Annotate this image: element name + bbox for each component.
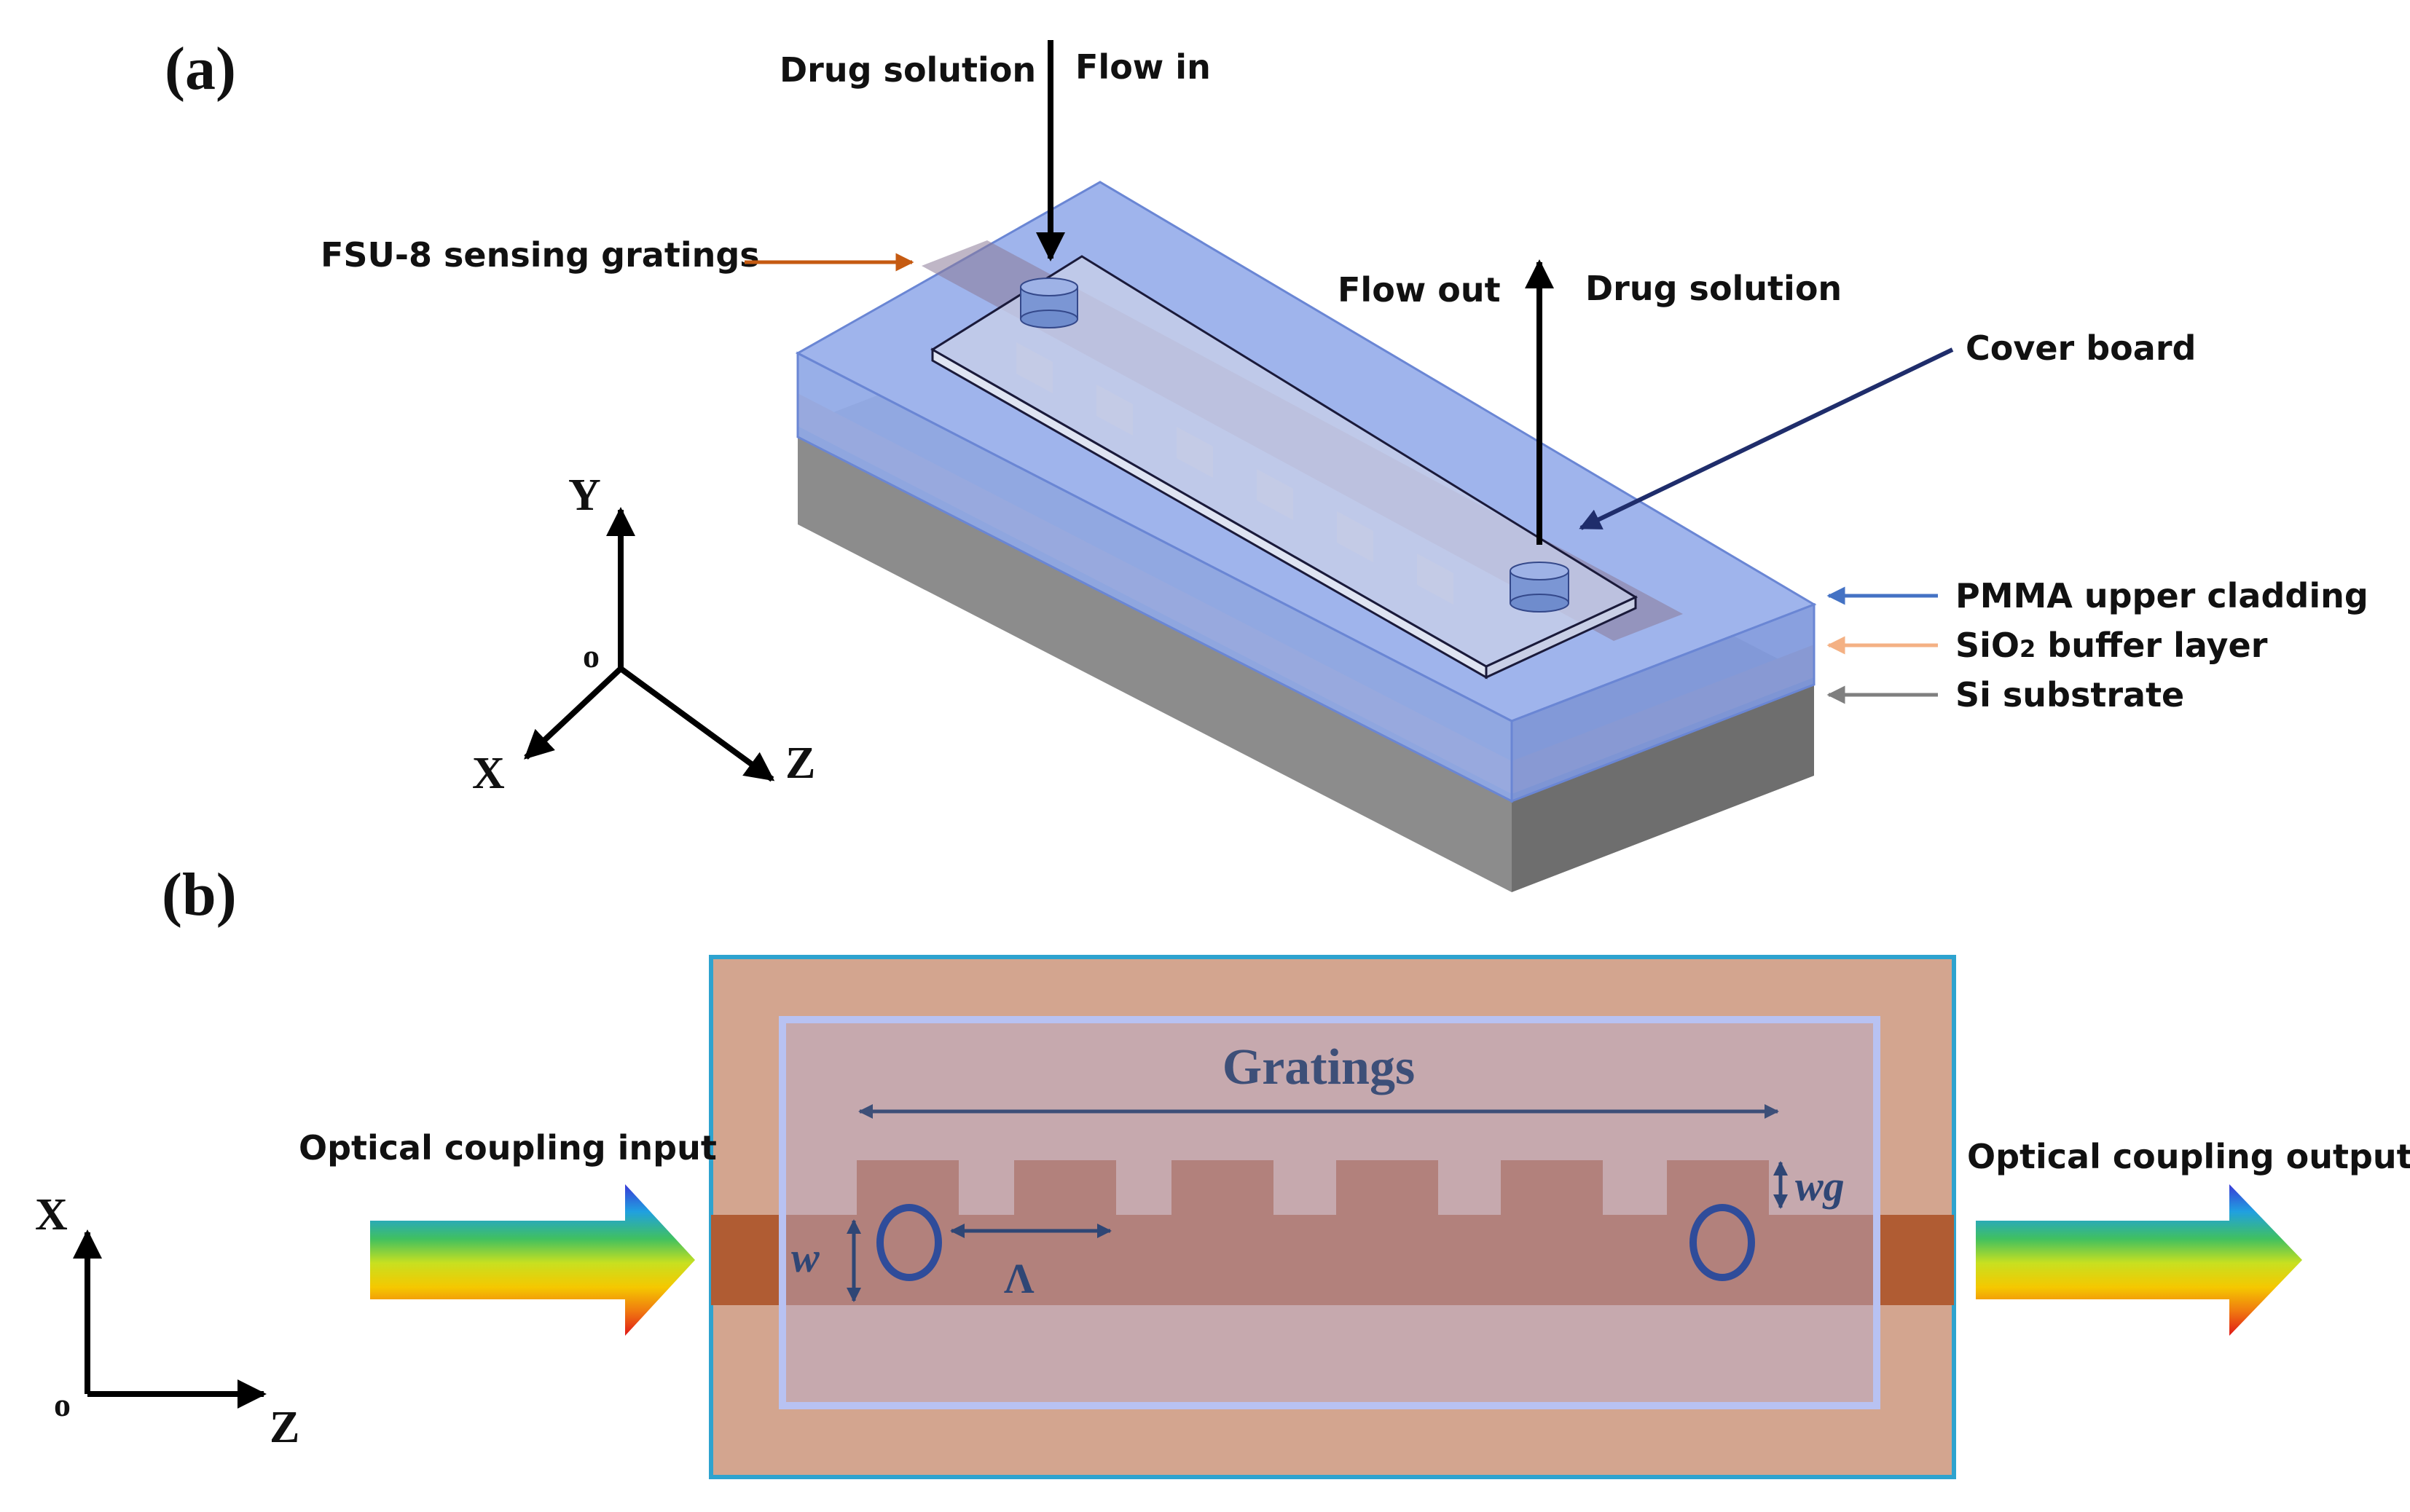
chip-3d	[795, 181, 1817, 892]
axis-z-label: Z	[785, 739, 815, 788]
panel-b-tag: (b)	[162, 861, 237, 929]
inlet-port	[1020, 277, 1078, 328]
axis-origin-b: o	[54, 1386, 71, 1423]
gratings-label: Gratings	[1222, 1039, 1415, 1095]
outlet-port	[1510, 562, 1569, 613]
cover-board-label: Cover board	[1966, 328, 2196, 368]
drug-solution-in-label: Drug solution	[780, 50, 1036, 90]
panel-a-tag: (a)	[165, 35, 236, 103]
input-rainbow-arrow	[370, 1184, 695, 1336]
cover-overlay	[779, 1016, 1880, 1409]
flow-in-label: Flow in	[1075, 47, 1211, 87]
si-substrate-right	[1512, 677, 1814, 892]
pmma-label: PMMA upper cladding	[1955, 576, 2368, 615]
top-view	[709, 955, 1956, 1479]
pmma-right	[1510, 602, 1816, 803]
sio2-label: SiO2 buffer layer	[1955, 626, 2268, 665]
axis-z2-label: Z	[270, 1403, 299, 1452]
output-label: Optical coupling output	[1967, 1137, 2410, 1176]
output-rainbow-arrow	[1976, 1184, 2302, 1336]
input-label: Optical coupling input	[299, 1128, 717, 1168]
grating-depth-label: wg	[1795, 1162, 1845, 1210]
flow-out-label: Flow out	[1338, 270, 1501, 310]
output-ring	[1689, 1204, 1755, 1281]
axis-x2-label: X	[35, 1190, 68, 1240]
axis-y-label: Y	[568, 470, 601, 520]
period-label: Λ	[1004, 1255, 1035, 1302]
axis-x-label: X	[472, 749, 505, 798]
drug-solution-out-label: Drug solution	[1585, 269, 1842, 308]
cover-board-arrow	[1579, 347, 1954, 530]
si-label: Si substrate	[1955, 675, 2184, 714]
fsu8-label: FSU-8 sensing gratings	[321, 235, 760, 275]
grating-teeth-top	[857, 1160, 1769, 1218]
axis-origin-a: o	[583, 637, 600, 674]
axes-3d	[524, 507, 775, 782]
si-substrate-left	[798, 426, 1512, 892]
width-label: w	[791, 1234, 820, 1281]
input-ring	[876, 1204, 942, 1281]
axes-2d	[73, 1229, 267, 1409]
